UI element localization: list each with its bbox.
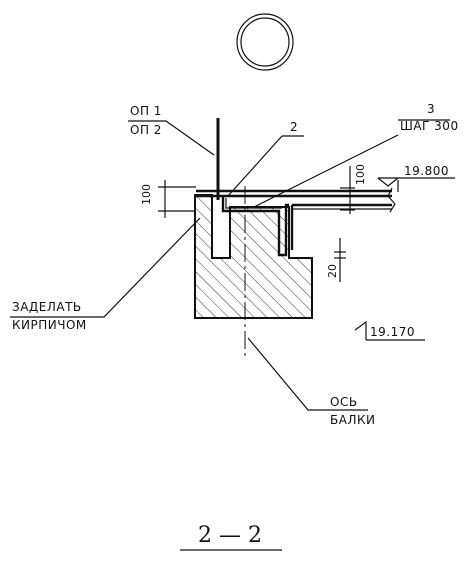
item3-label: 3 (427, 102, 435, 116)
step-label: ШАГ 300 (400, 119, 459, 133)
item2-label: 2 (290, 120, 298, 134)
seal-label-line2: КИРПИЧОМ (12, 318, 87, 332)
svg-text:100: 100 (354, 164, 367, 185)
dim-100-left: 100 (140, 180, 196, 218)
axis-label-line2: БАЛКИ (330, 413, 375, 427)
beam-section (194, 194, 313, 319)
elev-top-label: 19.800 (404, 164, 449, 178)
svg-text:100: 100 (140, 184, 153, 205)
section-caption: 2 — 2 (198, 523, 262, 548)
seal-label-line1: ЗАДЕЛАТЬ (12, 300, 82, 314)
dim-20: 20 (326, 238, 346, 282)
svg-text:20: 20 (326, 264, 339, 278)
embedded-angle (221, 196, 289, 257)
op2-label: ОП 2 (130, 123, 162, 137)
op1-label: ОП 1 (130, 104, 162, 118)
floor-slab (196, 187, 396, 250)
dim-100-mid: 100 (340, 164, 367, 214)
detail-marker (236, 13, 294, 71)
axis-label-line1: ОСЬ (330, 395, 358, 409)
elev-bottom-label: 19.170 (370, 325, 415, 339)
